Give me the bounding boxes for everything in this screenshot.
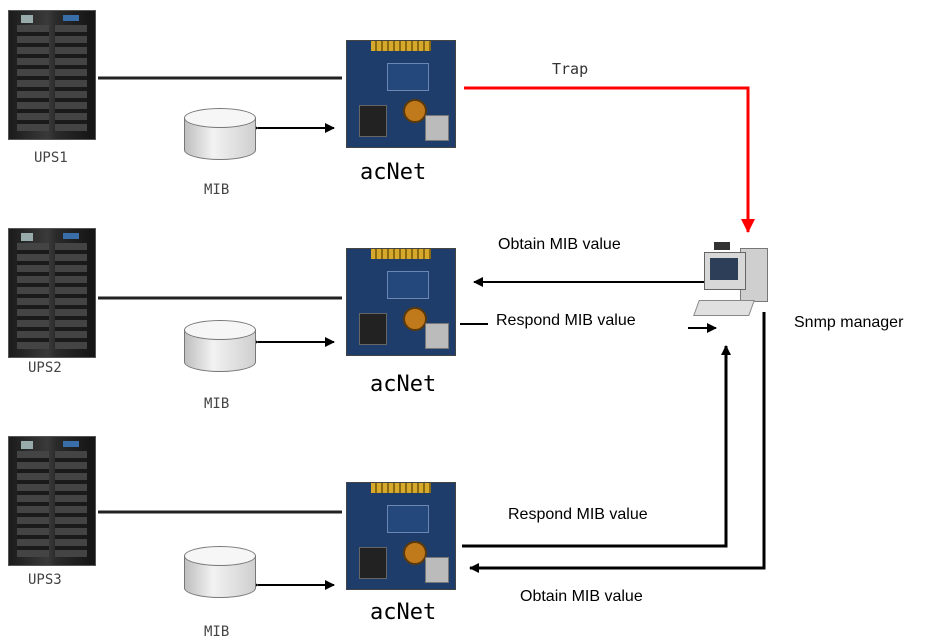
acnet3-label: acNet	[370, 600, 437, 625]
database-icon	[184, 546, 256, 604]
ups3-label: UPS3	[28, 572, 62, 588]
database-icon	[184, 320, 256, 378]
mib3-label: MIB	[204, 624, 230, 640]
network-card-icon	[346, 248, 456, 356]
obtain-label-3: Obtain MIB value	[520, 588, 643, 605]
trap-line	[464, 86, 755, 233]
computer-icon	[693, 242, 780, 328]
ups1-label: UPS1	[34, 150, 68, 166]
ups2-label: UPS2	[28, 360, 62, 376]
respond-label-3: Respond MIB value	[508, 506, 648, 523]
database-icon	[184, 108, 256, 166]
obtain-line-3	[469, 312, 766, 573]
acnet1-label: acNet	[360, 160, 427, 185]
trap-label: Trap	[552, 60, 589, 78]
mib1-label: MIB	[204, 182, 230, 198]
respond-label-2: Respond MIB value	[496, 312, 636, 329]
ups-cabinet-icon	[8, 10, 96, 140]
acnet2-label: acNet	[370, 372, 437, 397]
network-card-icon	[346, 40, 456, 148]
ups-cabinet-icon	[8, 436, 96, 566]
snmp-manager-label: Snmp manager	[794, 314, 904, 331]
respond-line-3	[462, 345, 731, 548]
mib2-label: MIB	[204, 396, 230, 412]
network-card-icon	[346, 482, 456, 590]
obtain-label-2: Obtain MIB value	[498, 236, 621, 253]
ups-cabinet-icon	[8, 228, 96, 358]
